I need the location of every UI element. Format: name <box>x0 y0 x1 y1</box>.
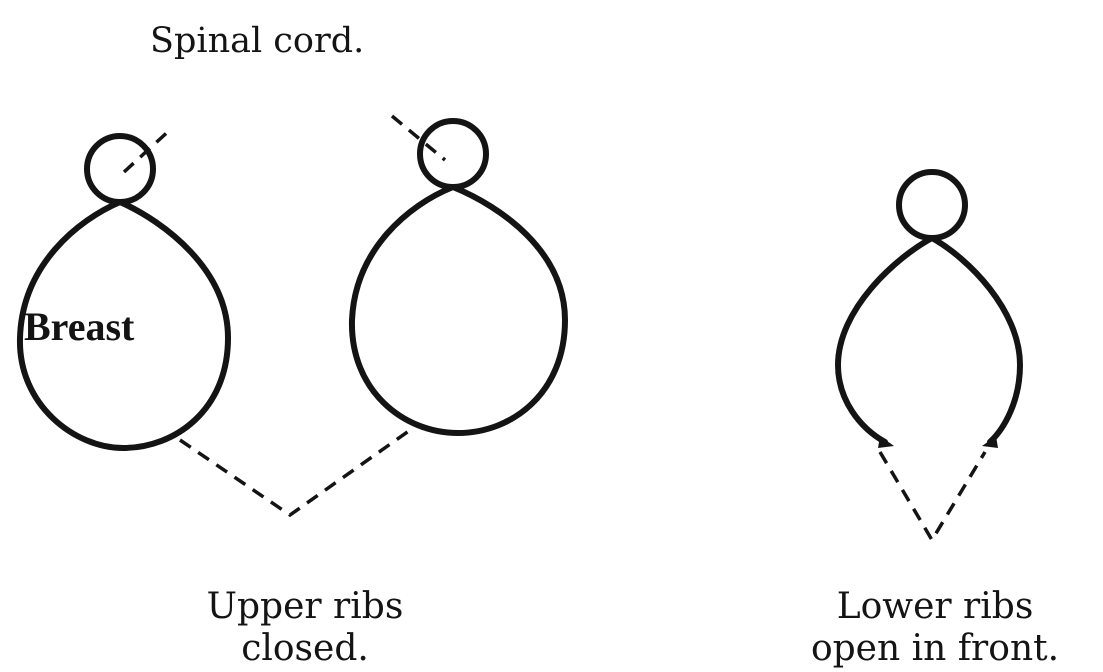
upper-rib-left: Breast <box>20 128 228 448</box>
open-front-connector <box>880 452 985 540</box>
rib-arc-right <box>932 238 1020 442</box>
pointer-line-left <box>124 128 172 172</box>
closed-front-connector <box>180 428 413 515</box>
spinal-cord-circle-right <box>899 172 965 238</box>
lower-ribs-caption-line1: Lower ribs <box>837 586 1034 627</box>
spinal-cord-circle-left <box>87 136 153 202</box>
spinal-cord-label: Spinal cord. <box>150 21 364 61</box>
lower-ribs-caption-line2: open in front. <box>811 628 1059 669</box>
lower-rib <box>838 172 1020 540</box>
rib-loop-middle <box>352 187 565 433</box>
breast-label: Breast <box>24 304 135 349</box>
spinal-cord-circle-middle <box>420 121 486 187</box>
rib-end-right <box>982 436 998 448</box>
upper-rib-right <box>352 116 565 433</box>
rib-arc-left <box>838 238 932 442</box>
rib-end-left <box>878 436 894 448</box>
upper-ribs-caption-line2: closed. <box>241 628 369 669</box>
upper-ribs-caption-line1: Upper ribs <box>207 586 404 627</box>
